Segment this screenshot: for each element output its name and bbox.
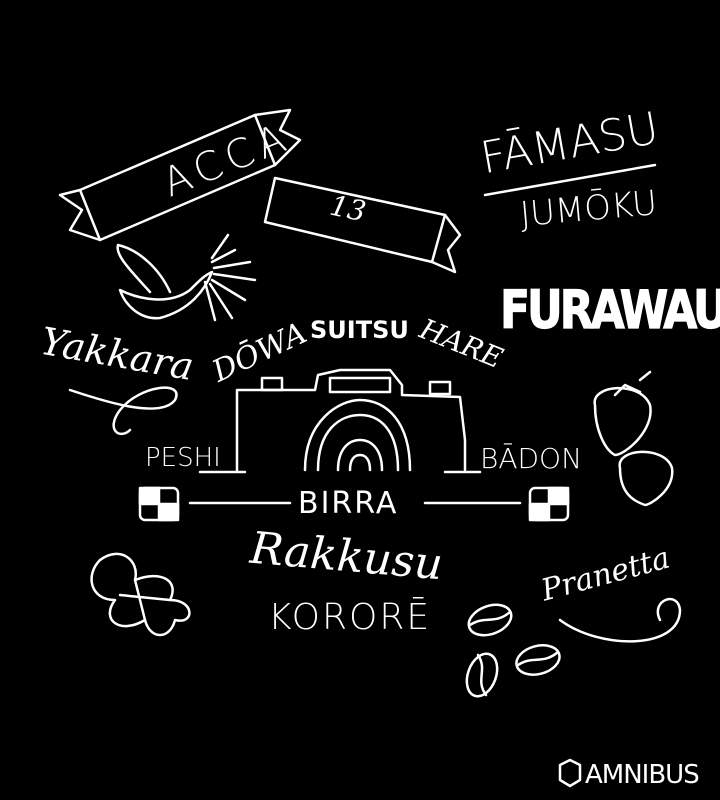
dove-icon — [116, 233, 257, 322]
flourish — [68, 386, 178, 436]
word-furawau: FURAWAU — [500, 280, 720, 342]
amnibus-logo-icon — [558, 758, 582, 788]
amnibus-logo-text: AMNIBUS — [585, 760, 700, 790]
lily-flower-icon — [90, 552, 191, 637]
checker-flag-left-icon — [138, 486, 180, 522]
word-korore: KORORĒ — [268, 597, 432, 638]
strawberry-icon — [593, 370, 674, 507]
word-badon: BĀDON — [480, 442, 583, 475]
ribbon-banner-13 — [263, 176, 462, 274]
checker-flag-right-icon — [528, 486, 570, 522]
flourish — [558, 598, 682, 643]
word-birra: BIRRA — [298, 486, 399, 521]
coffee-beans-icon — [465, 603, 561, 698]
word-suitsu: SUITSU — [310, 316, 409, 344]
ribbon-banner-acca — [58, 108, 302, 242]
underline — [483, 163, 657, 197]
word-peshi: PESHI — [145, 443, 221, 473]
camera-icon — [198, 368, 482, 474]
word-13: 13 — [327, 188, 369, 229]
